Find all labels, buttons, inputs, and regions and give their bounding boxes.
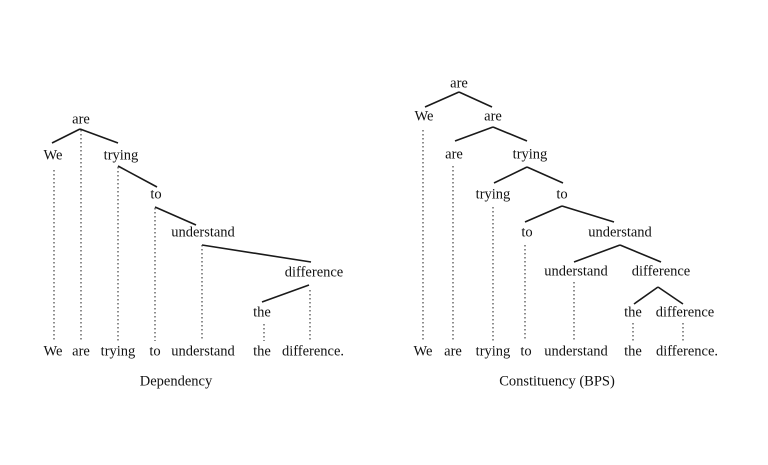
dependency-edge [154, 206, 197, 226]
dependency-node: the [253, 304, 271, 320]
constituency-edge [424, 91, 460, 108]
constituency-node: are [450, 75, 468, 91]
constituency-node: the [624, 304, 642, 320]
sentence-word: We [44, 343, 63, 359]
sentence-word: difference. [656, 343, 718, 359]
constituency-edge [524, 205, 563, 223]
constituency-edge [573, 244, 621, 263]
constituency-edge [657, 286, 684, 305]
sentence-word: to [520, 343, 531, 359]
sentence-word: difference. [282, 343, 344, 359]
constituency-node: to [556, 186, 567, 202]
dependency-caption: Dependency [140, 373, 213, 389]
dependency-node: understand [171, 224, 235, 240]
constituency-caption: Constituency (BPS) [499, 373, 615, 389]
sentence-word: are [72, 343, 90, 359]
constituency-node: are [445, 146, 463, 162]
constituency-edge [633, 286, 659, 305]
dependency-node: difference [285, 264, 344, 280]
constituency-node: understand [588, 224, 652, 240]
sentence-word: trying [101, 343, 136, 359]
sentence-word: understand [544, 343, 608, 359]
constituency-node: trying [513, 146, 548, 162]
constituency-edge [526, 166, 564, 184]
dependency-edge [261, 284, 310, 303]
constituency-edge [493, 166, 528, 184]
dependency-edge [51, 128, 81, 144]
dependency-node: trying [104, 147, 139, 163]
dependency-edge [117, 165, 158, 188]
constituency-edge [492, 126, 528, 142]
sentence-word: trying [476, 343, 511, 359]
constituency-node: We [415, 108, 434, 124]
constituency-edge [454, 126, 494, 142]
sentence-word: understand [171, 343, 235, 359]
constituency-edge [619, 244, 662, 263]
constituency-node: understand [544, 263, 608, 279]
dependency-node: to [150, 186, 161, 202]
constituency-edge [561, 205, 615, 223]
sentence-word: the [253, 343, 271, 359]
constituency-edge [458, 91, 493, 108]
constituency-node: difference [656, 304, 715, 320]
dependency-node: We [44, 147, 63, 163]
sentence-word: the [624, 343, 642, 359]
constituency-node: to [521, 224, 532, 240]
dependency-node: are [72, 111, 90, 127]
sentence-word: We [414, 343, 433, 359]
sentence-word: to [149, 343, 160, 359]
dependency-edge [201, 244, 312, 263]
constituency-node: trying [476, 186, 511, 202]
dependency-edge [79, 128, 119, 144]
constituency-node: are [484, 108, 502, 124]
sentence-word: are [444, 343, 462, 359]
constituency-node: difference [632, 263, 691, 279]
